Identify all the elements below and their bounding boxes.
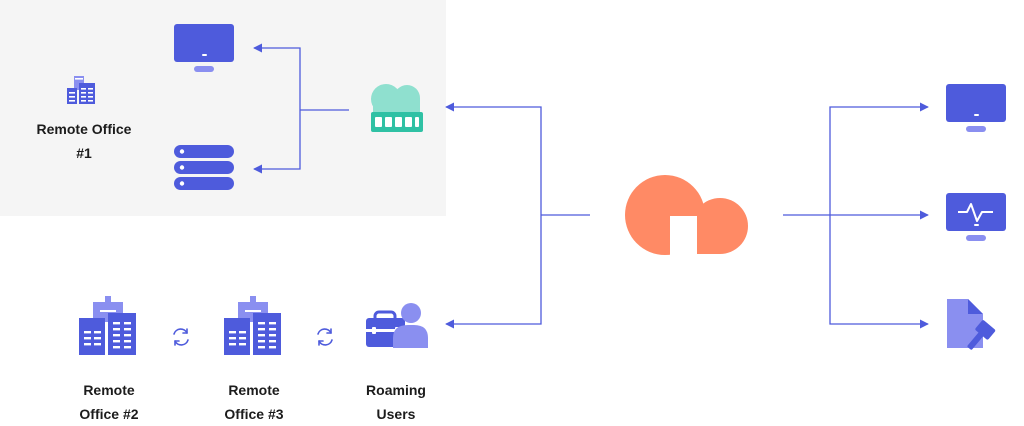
office3-label: Remote Office #3 — [224, 382, 284, 422]
connector-to-out-document — [829, 215, 929, 329]
sync-icon — [317, 328, 333, 346]
office2-label: Remote Office #2 — [79, 382, 139, 422]
monitor-icon — [946, 84, 1006, 132]
connectors-cloud-left — [445, 102, 590, 329]
user-briefcase-icon — [366, 303, 428, 348]
connector-to-out-monitor — [829, 102, 929, 215]
connector-to-gateway — [445, 102, 542, 215]
document-gavel-icon — [947, 299, 996, 350]
connector-to-server — [253, 110, 301, 174]
cloud-icon — [625, 175, 748, 256]
roaming-label: Roaming Users — [366, 382, 426, 422]
activity-monitor-icon — [946, 193, 1006, 241]
office1-label: Remote Office #1 — [36, 121, 132, 161]
connector-to-roaming — [445, 215, 542, 329]
server-icon — [174, 145, 234, 190]
connector-to-monitor — [253, 43, 301, 110]
monitor-icon — [174, 24, 234, 72]
connectors-cloud-right — [783, 102, 929, 329]
cloud-gateway-icon — [371, 84, 423, 132]
building-icon — [79, 296, 136, 355]
connectors-office1 — [253, 43, 349, 174]
building-icon — [224, 296, 281, 355]
sync-icon — [173, 328, 189, 346]
building-icon — [67, 76, 95, 104]
